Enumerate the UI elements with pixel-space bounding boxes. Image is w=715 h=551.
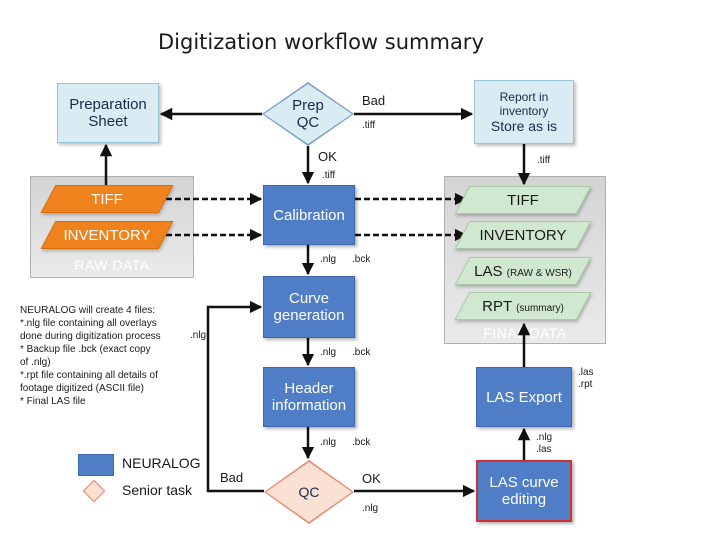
edge-label-nlg-3: .nlg <box>320 437 337 448</box>
diagram-title: Digitization workflow summary <box>158 30 484 54</box>
rpt-final-label: RPT <box>482 297 512 315</box>
legend-neuralog-label: NEURALOG <box>122 455 201 471</box>
header-information-line2: information <box>271 397 347 414</box>
tiff-raw-node: TIFF <box>40 185 174 213</box>
note-line: footage digitized (ASCII file) <box>20 383 144 394</box>
edge-label-tiff-ok: .tiff <box>322 170 336 181</box>
edge-label-rpt-out: .rpt <box>578 379 593 390</box>
header-information-line1: Header <box>284 380 334 397</box>
las-export-node: LAS Export <box>476 367 572 427</box>
edge-label-las-out: .las <box>578 367 594 378</box>
note-line: * Final LAS file <box>20 396 86 407</box>
edge-label-bck-2: .bck <box>352 347 371 358</box>
edge-label-nlg-export: .nlg <box>536 432 553 443</box>
qc-node: QC <box>264 460 354 524</box>
curve-generation-line2: generation <box>273 307 345 324</box>
inventory-raw-node: INVENTORY <box>40 221 174 249</box>
qc-label: QC <box>298 484 320 500</box>
edge-label-bad-top: Bad <box>362 93 386 108</box>
report-line3: Store as is <box>490 118 558 134</box>
inventory-final-node: INVENTORY <box>454 221 592 249</box>
edge-label-bad-bottom: Bad <box>220 470 244 485</box>
las-final-node: LAS (RAW & WSR) <box>454 257 592 285</box>
las-curve-editing-line1: LAS curve <box>489 474 559 491</box>
neuralog-note: NEURALOG will create 4 files: *.nlg file… <box>20 304 205 408</box>
edge-label-tiff-report: .tiff <box>537 155 551 166</box>
prep-qc-line1: Prep <box>292 97 324 114</box>
tiff-final-node: TIFF <box>454 186 592 214</box>
calibration-node: Calibration <box>263 185 355 245</box>
prep-qc-line2: QC <box>296 114 320 131</box>
raw-data-label: RAW DATA <box>74 257 150 273</box>
legend-senior-label: Senior task <box>122 482 193 498</box>
las-final-label: LAS <box>474 262 503 280</box>
report-line2: inventory <box>499 104 549 118</box>
note-line: done during digitization process <box>20 331 161 342</box>
edge-label-nlg-loop: .nlg <box>190 330 207 341</box>
note-line: *.nlg file containing all overlays <box>20 318 157 329</box>
edge-label-ok-top: OK <box>318 149 337 164</box>
legend-neuralog-swatch <box>78 454 114 476</box>
calibration-label: Calibration <box>273 206 345 224</box>
note-line: *.rpt file containing all details of <box>20 370 158 381</box>
edge-label-nlg-1: .nlg <box>320 254 337 265</box>
prep-qc-node: Prep QC <box>262 82 354 146</box>
edge-label-las-export-in: .las <box>536 444 552 455</box>
inventory-final-label: INVENTORY <box>479 226 567 244</box>
tiff-final-label: TIFF <box>507 191 539 209</box>
las-curve-editing-line2: editing <box>501 491 547 508</box>
preparation-sheet-line2: Sheet <box>88 113 128 130</box>
note-line: * Backup file .bck (exact copy <box>20 344 151 355</box>
edge-qc-loop-to-curve <box>206 300 264 493</box>
las-export-label: LAS Export <box>486 388 562 406</box>
edge-label-bck-1: .bck <box>352 254 371 265</box>
edge-label-bck-3: .bck <box>352 437 371 448</box>
las-curve-editing-node: LAS curve editing <box>476 460 572 522</box>
edge-label-nlg-bottom: .nlg <box>362 503 379 514</box>
curve-generation-node: Curve generation <box>263 276 355 338</box>
report-line1: Report in <box>499 90 549 104</box>
inventory-raw-label: INVENTORY <box>63 226 151 244</box>
note-line: of .nlg) <box>20 357 51 368</box>
curve-generation-line1: Curve <box>288 290 329 307</box>
rpt-final-sublabel: (summary) <box>516 302 564 314</box>
preparation-sheet-node: Preparation Sheet <box>57 83 159 143</box>
las-final-sublabel: (RAW & WSR) <box>506 267 572 279</box>
edge-label-nlg-2: .nlg <box>320 347 337 358</box>
preparation-sheet-line1: Preparation <box>69 96 147 113</box>
tiff-raw-label: TIFF <box>91 190 123 208</box>
edge-label-ok-bottom: OK <box>362 471 381 486</box>
edge-label-tiff-top: .tiff <box>362 120 376 131</box>
note-line: NEURALOG will create 4 files: <box>20 305 156 316</box>
rpt-final-node: RPT (summary) <box>454 292 592 320</box>
header-information-node: Header information <box>263 367 355 427</box>
report-inventory-node: Report in inventory Store as is <box>474 80 574 144</box>
